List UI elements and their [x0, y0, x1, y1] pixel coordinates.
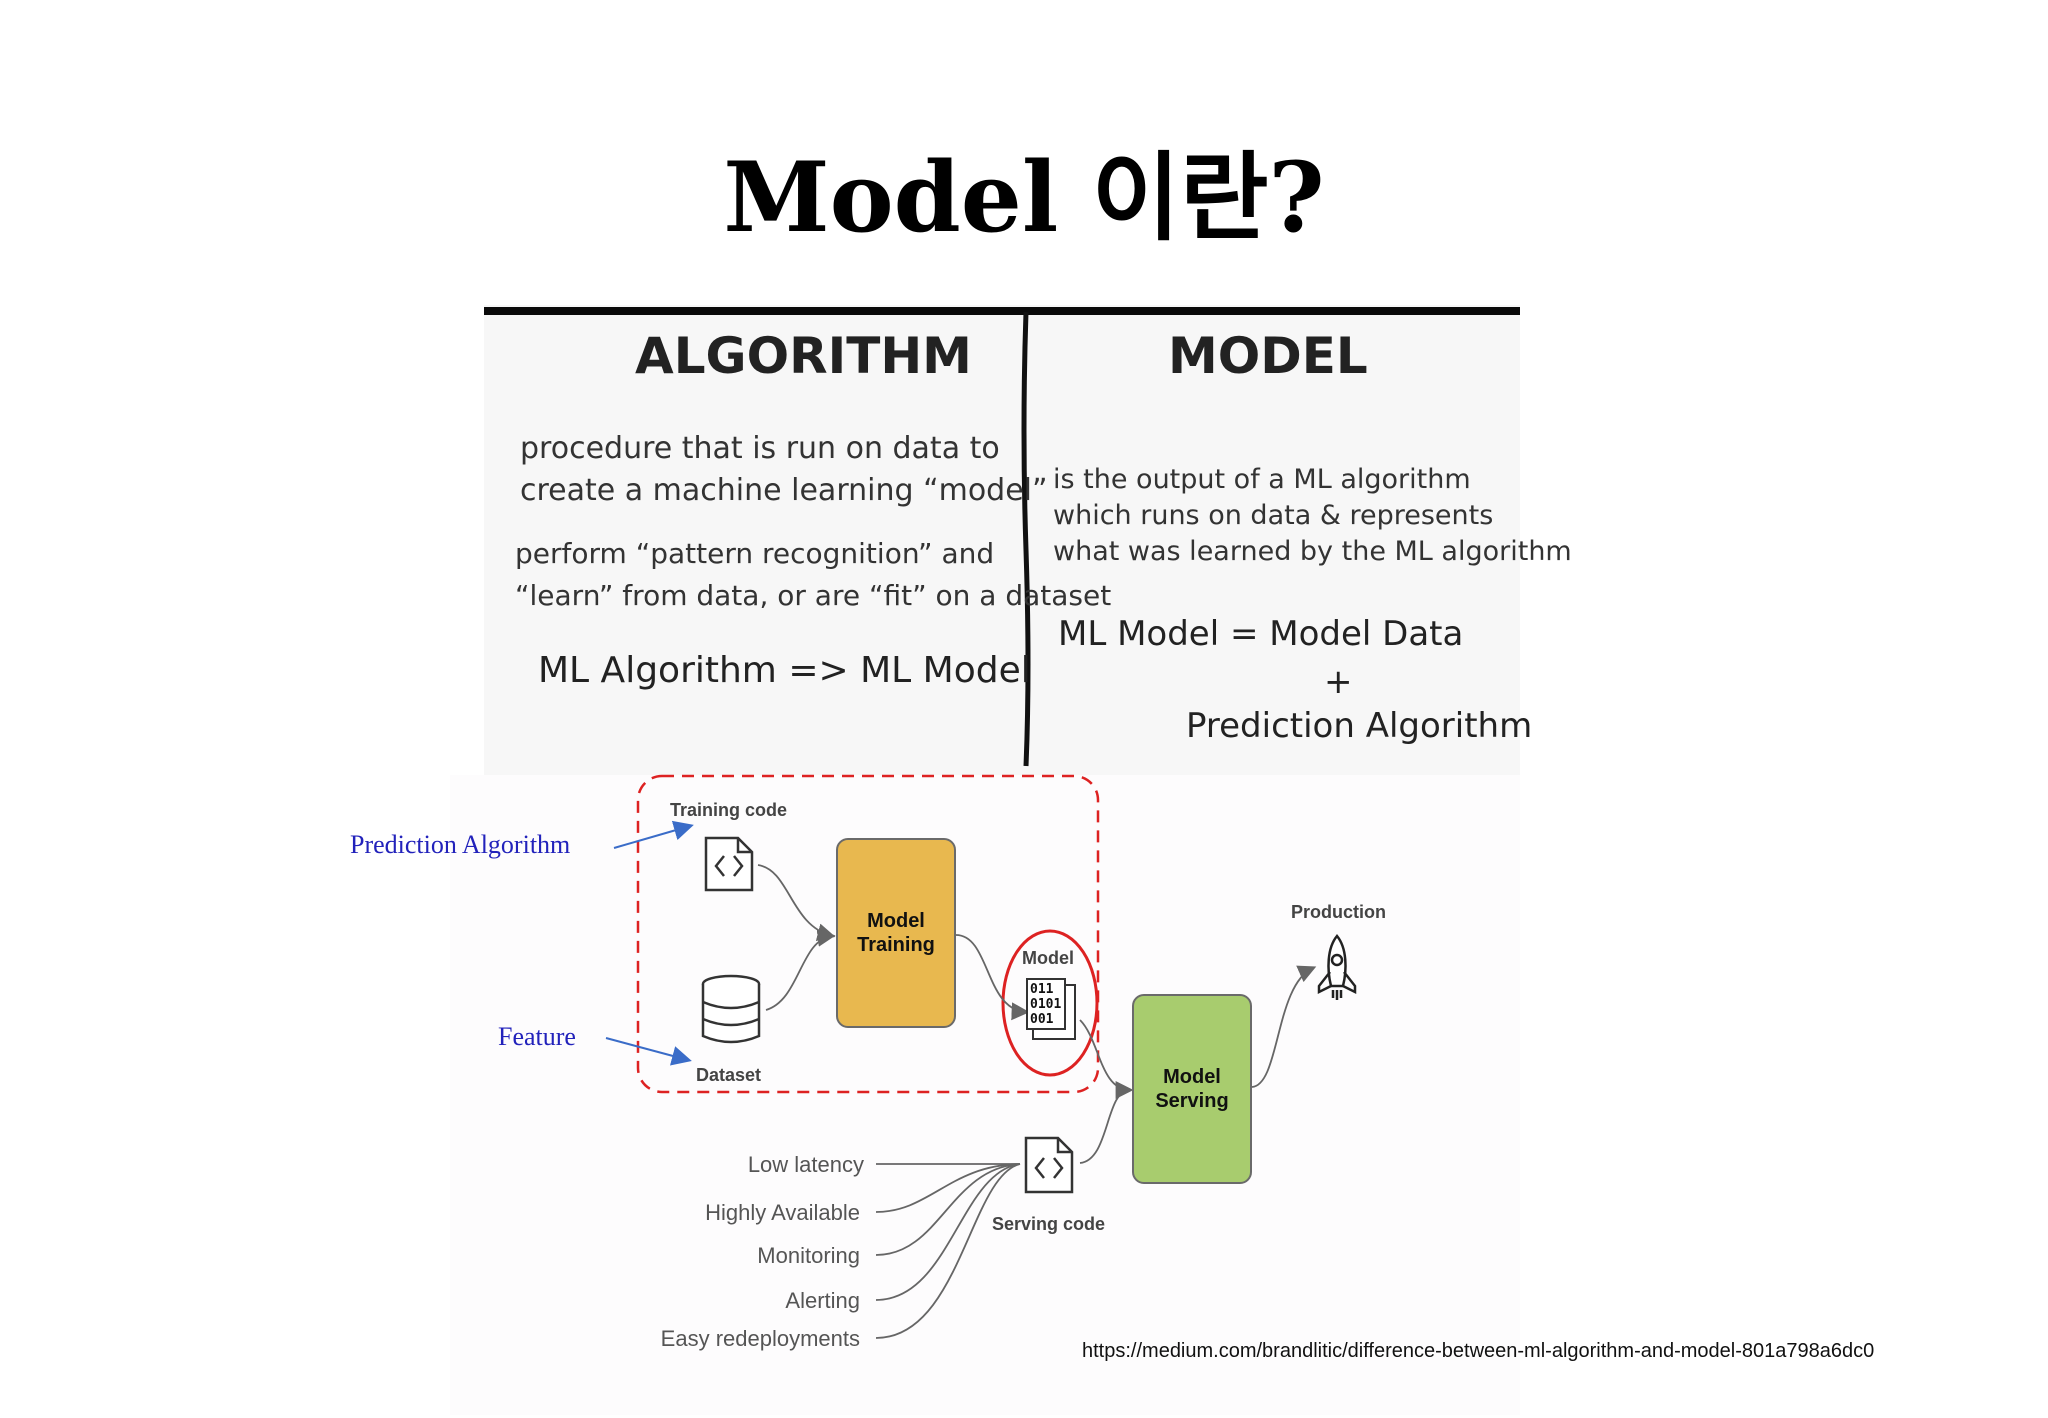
model-training-line-1: Model — [867, 910, 925, 932]
source-url: https://medium.com/brandlitic/difference… — [1082, 1340, 1875, 1362]
algorithm-desc-2-line-2: “learn” from data, or are “fit” on a dat… — [515, 579, 1112, 612]
model-desc: is the output of a ML algorithm which ru… — [1053, 462, 1572, 570]
serving-code-icon — [1024, 1136, 1074, 1194]
comparison-panel — [484, 305, 1520, 775]
model-bits-line-3: 001 — [1030, 1012, 1054, 1027]
binary-file-icon: 011 0101 001 — [1026, 978, 1076, 1040]
top-divider — [484, 307, 1520, 315]
model-heading: MODEL — [1168, 327, 1368, 385]
model-training-line-2: Training — [857, 934, 935, 956]
requirement-low-latency: Low latency — [747, 1152, 864, 1177]
database-icon — [701, 974, 761, 1044]
model-equation-line-1: ML Model = Model Data — [1058, 614, 1464, 654]
algorithm-desc-2-line-1: perform “pattern recognition” and — [515, 537, 995, 570]
algorithm-heading: ALGORITHM — [635, 327, 972, 385]
model-label: Model — [1022, 948, 1074, 968]
prediction-algorithm-annotation: Prediction Algorithm — [350, 830, 571, 859]
algorithm-desc-1-line-1: procedure that is run on data to — [520, 431, 1000, 466]
feature-annotation: Feature — [498, 1022, 576, 1051]
pipeline-background — [450, 775, 1520, 1415]
requirement-alerting: Alerting — [785, 1288, 860, 1313]
training-code-label: Training code — [670, 800, 788, 820]
requirement-monitoring: Monitoring — [757, 1243, 860, 1268]
binary-file-icon-front: 011 0101 001 — [1026, 978, 1066, 1030]
model-bits-line-1: 011 — [1030, 982, 1054, 997]
dataset-label: Dataset — [696, 1065, 762, 1085]
model-equation-line-2: Prediction Algorithm — [1186, 706, 1533, 746]
requirement-highly-available: Highly Available — [705, 1200, 860, 1225]
vertical-divider — [1021, 311, 1031, 767]
model-serving-line-2: Serving — [1155, 1090, 1229, 1112]
algorithm-desc-1-line-2: create a machine learning “model” — [520, 473, 1048, 508]
page-title: Model 이란? — [723, 141, 1325, 254]
model-serving-line-1: Model — [1163, 1066, 1221, 1088]
serving-code-label: Serving code — [992, 1214, 1106, 1234]
model-highlight-ellipse — [1001, 929, 1099, 1077]
requirement-easy-redeployments: Easy redeployments — [660, 1326, 860, 1351]
model-desc-line-1: is the output of a ML algorithm — [1053, 464, 1471, 495]
training-group-outline — [636, 774, 1100, 1094]
model-desc-line-2: which runs on data & represents — [1053, 500, 1494, 531]
rocket-icon — [1317, 934, 1357, 1000]
production-label: Production — [1291, 902, 1386, 922]
model-training-box: Model Training — [836, 838, 956, 1028]
algorithm-equation: ML Algorithm => ML Model — [538, 650, 1031, 691]
algorithm-desc-2: perform “pattern recognition” and “learn… — [515, 533, 1111, 617]
model-desc-line-3: what was learned by the ML algorithm — [1053, 536, 1572, 567]
code-file-icon — [704, 836, 754, 892]
algorithm-desc-1: procedure that is run on data to create … — [520, 428, 1048, 512]
model-serving-box: Model Serving — [1132, 994, 1252, 1184]
model-equation-plus: + — [1324, 662, 1353, 702]
model-bits-line-2: 0101 — [1030, 997, 1062, 1012]
